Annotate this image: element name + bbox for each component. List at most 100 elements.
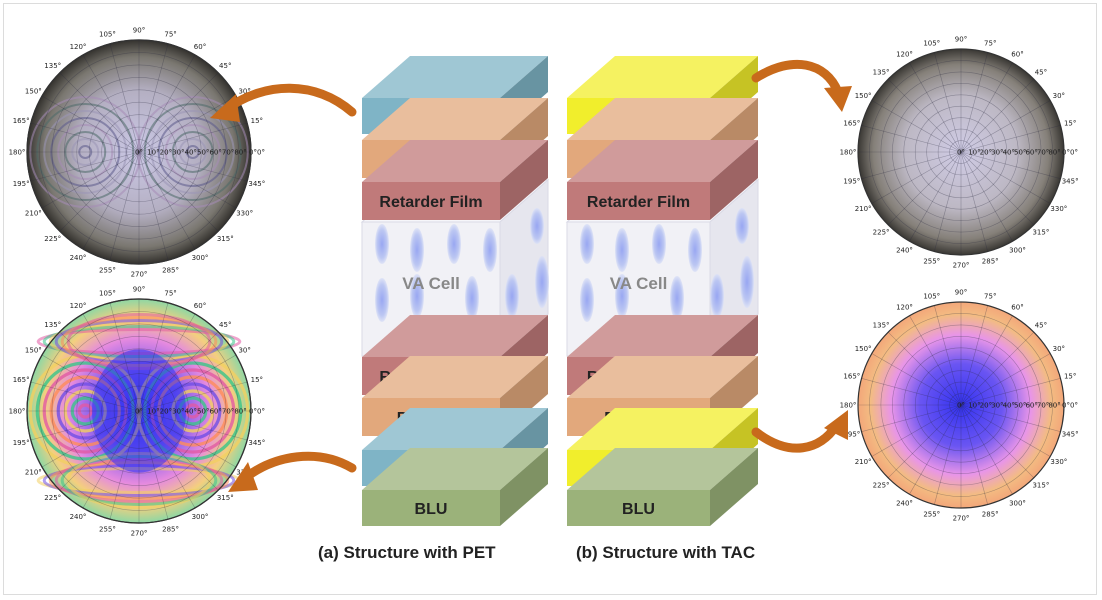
arrow-pet-bottom [240, 451, 357, 483]
polar-radial-label: 80° [1048, 149, 1060, 157]
polar-angle-label: 75° [984, 292, 996, 300]
polar-angle-label: 330° [236, 210, 253, 218]
pet-layer-3: Retarder Film [362, 140, 548, 220]
arrow-tac-bottom [751, 421, 841, 453]
polar-angle-label: 135° [44, 62, 61, 70]
polar-angle-label: 60° [194, 43, 206, 51]
pet-structure-stack: VA CellPET FilmPVA FilmRetarder FilmReta… [360, 56, 550, 526]
polar-angle-label: 195° [13, 180, 30, 188]
polar-angle-label: 240° [70, 513, 87, 521]
polar-radial-label: 30° [172, 408, 184, 416]
polar-angle-label: 15° [251, 117, 263, 125]
polar-angle-label: 255° [923, 511, 940, 519]
polar-angle-label: 255° [99, 266, 116, 274]
caption-pet-structure: (a) Structure with PET [318, 543, 496, 562]
polar-angle-label: 195° [13, 439, 30, 447]
tac-layer-label: BLU [622, 501, 655, 518]
polar-angle-label: 0° [257, 149, 265, 157]
polar-angle-label: 165° [843, 119, 860, 127]
polar-angle-label: 180° [9, 408, 26, 416]
polar-angle-label: 345° [1062, 431, 1079, 439]
polar-angle-label: 225° [44, 235, 61, 243]
caption-tac-structure: (b) Structure with TAC [576, 543, 756, 562]
polar-radial-label: 60° [209, 149, 221, 157]
tac-structure-stack: VA CellTACPVA FilmRetarder FilmRetarder … [565, 56, 760, 526]
polar-angle-label: 180° [840, 402, 857, 410]
polar-radial-label: 40° [1003, 402, 1015, 410]
arrow-pet-top-head [210, 94, 240, 122]
polar-angle-label: 30° [238, 88, 250, 96]
polar-angle-label: 30° [1053, 92, 1065, 100]
polar-angle-label: 285° [982, 258, 999, 266]
polar-angle-label: 315° [217, 494, 234, 502]
polar-angle-label: 45° [219, 62, 231, 70]
polar-angle-label: 15° [251, 376, 263, 384]
polar-angle-label: 150° [25, 347, 42, 355]
polar-radial-label: 50° [197, 408, 209, 416]
polar-angle-label: 90° [955, 289, 967, 297]
polar-radial-label: 50° [197, 149, 209, 157]
polar-radial-label: 30° [172, 149, 184, 157]
polar-angle-label: 210° [855, 458, 872, 466]
polar-angle-label: 135° [873, 322, 890, 330]
polar-radial-label: 30° [991, 402, 1003, 410]
polar-angle-label: 270° [953, 262, 970, 270]
polar-angle-label: 105° [923, 292, 940, 300]
polar-angle-label: 105° [923, 39, 940, 47]
polar-angle-label: 90° [133, 286, 145, 294]
polar-radial-label: 0° [957, 402, 965, 410]
polar-radial-label: 60° [1025, 149, 1037, 157]
polar-angle-label: 225° [873, 228, 890, 236]
polar-angle-label: 120° [70, 302, 87, 310]
polar-angle-label: 75° [164, 290, 176, 298]
arrow-tac-top-head [824, 86, 852, 112]
polar-angle-label: 165° [843, 372, 860, 380]
polar-angle-label: 330° [1050, 205, 1067, 213]
polar-radial-label: 70° [1037, 149, 1049, 157]
polar-angle-label: 210° [855, 205, 872, 213]
polar-angle-label: 150° [855, 345, 872, 353]
tac-layer-label: Retarder Film [587, 194, 690, 211]
polar-angle-label: 285° [982, 511, 999, 519]
polar-radial-label: 0° [957, 149, 965, 157]
polar-radial-label: 20° [980, 402, 992, 410]
polar-radial-label: 20° [160, 408, 172, 416]
polar-radial-label: 10° [147, 149, 159, 157]
polar-angle-label: 90° [955, 36, 967, 44]
polar-radial-label: 80° [1048, 402, 1060, 410]
polar-disc [857, 48, 1065, 256]
polar-angle-label: 45° [1035, 69, 1047, 77]
polar-angle-label: 30° [1053, 345, 1065, 353]
polar-angle-label: 195° [843, 178, 860, 186]
polar-plot-tac-bright-state: 0°15°30°45°60°75°90°105°120°135°150°165°… [840, 289, 1079, 523]
arrow-pet-top [223, 83, 357, 117]
polar-radial-label: 70° [222, 149, 234, 157]
polar-angle-label: 270° [131, 271, 148, 279]
polar-radial-label: 70° [1037, 402, 1049, 410]
polar-angle-label: 120° [896, 304, 913, 312]
polar-angle-label: 165° [13, 117, 30, 125]
polar-angle-label: 300° [1009, 499, 1026, 507]
polar-angle-label: 315° [217, 235, 234, 243]
polar-angle-label: 120° [896, 51, 913, 59]
polar-angle-label: 135° [873, 69, 890, 77]
polar-angle-label: 15° [1064, 119, 1076, 127]
polar-radial-label: 0° [135, 408, 143, 416]
tac-layer-8: BLU [567, 448, 758, 526]
polar-angle-label: 45° [1035, 322, 1047, 330]
pet-layer-8: BLU [362, 448, 548, 526]
polar-radial-label: 0° [1062, 149, 1070, 157]
polar-angle-label: 0° [1070, 402, 1078, 410]
arrow-tac-bottom-head [824, 410, 848, 440]
polar-radial-label: 40° [185, 408, 197, 416]
polar-angle-label: 255° [99, 525, 116, 533]
pet-layer-label: BLU [415, 501, 448, 518]
arrows [210, 59, 852, 492]
polar-angle-label: 0° [257, 408, 265, 416]
polar-angle-label: 240° [896, 246, 913, 254]
polar-angle-label: 255° [923, 258, 940, 266]
polar-plot-tac-dark-state: 0°15°30°45°60°75°90°105°120°135°150°165°… [840, 36, 1079, 270]
polar-angle-label: 300° [1009, 246, 1026, 254]
